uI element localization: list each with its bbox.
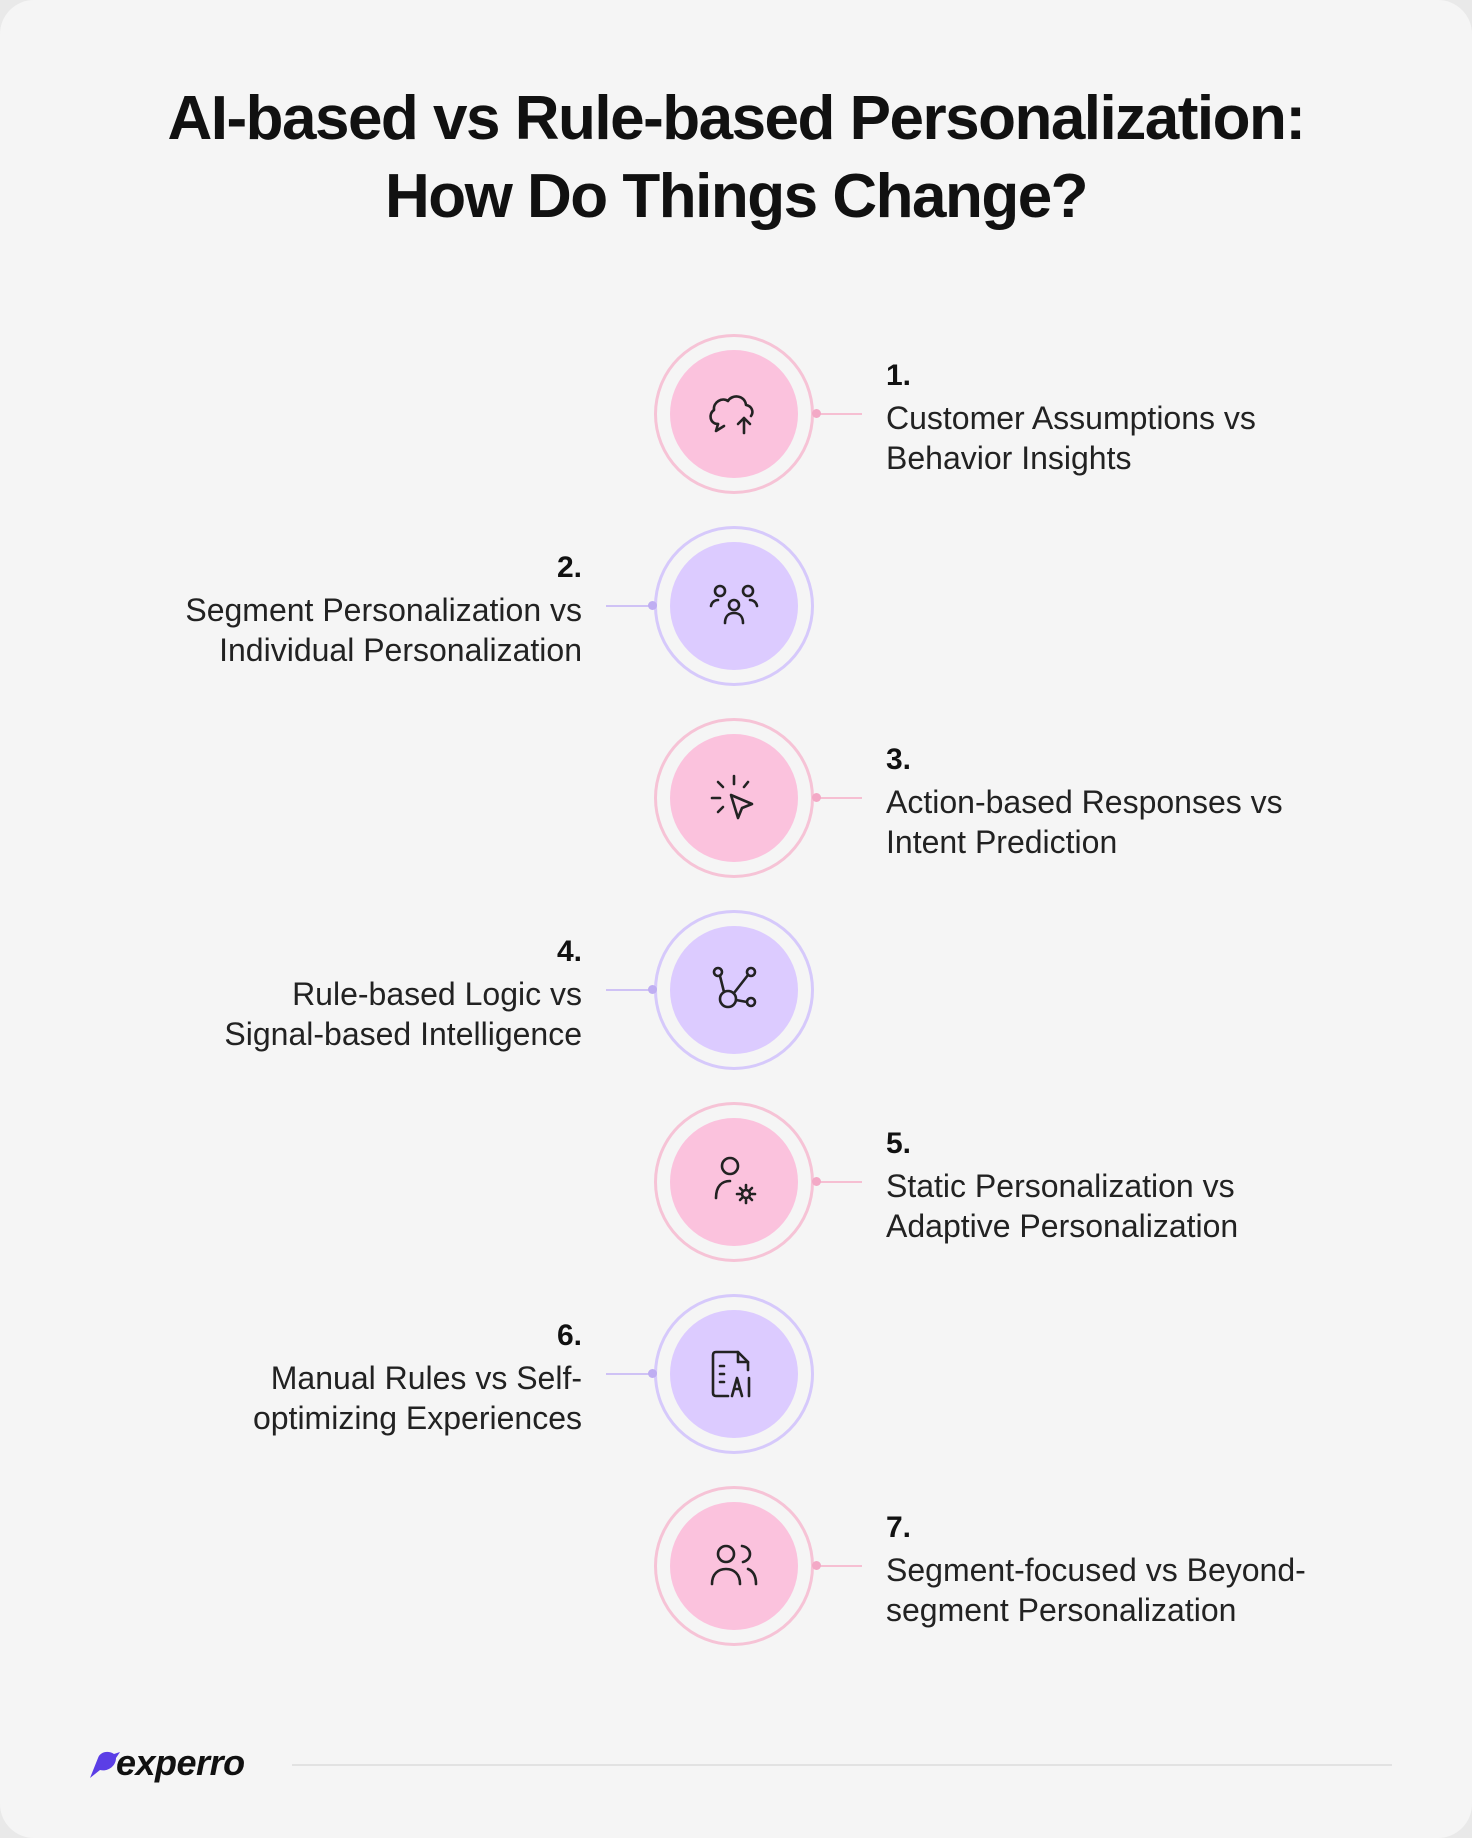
title-line-1: AI-based vs Rule-based Personalization: bbox=[0, 80, 1472, 158]
item-text-line2: Intent Prediction bbox=[886, 824, 1118, 860]
item-5-circle bbox=[654, 1102, 824, 1272]
item-text-line1: Customer Assumptions vs bbox=[886, 400, 1256, 436]
item-6-circle bbox=[654, 1294, 824, 1464]
cursor-click-icon bbox=[710, 774, 754, 820]
item-disc bbox=[670, 542, 798, 670]
item-2-label: 2. Segment Personalization vs Individual… bbox=[122, 548, 582, 670]
item-4-label: 4. Rule-based Logic vs Signal-based Inte… bbox=[122, 932, 582, 1054]
footer-divider bbox=[292, 1764, 1392, 1766]
title-line-2: How Do Things Change? bbox=[384, 162, 1089, 231]
item-1-circle bbox=[654, 334, 824, 504]
page-title: AI-based vs Rule-based Personalization: … bbox=[0, 80, 1472, 236]
item-1-connector bbox=[816, 413, 862, 415]
item-6-label: 6. Manual Rules vs Self- optimizing Expe… bbox=[122, 1316, 582, 1438]
item-3-label: 3. Action-based Responses vs Intent Pred… bbox=[886, 740, 1346, 862]
item-disc bbox=[670, 926, 798, 1054]
bird-icon bbox=[90, 1751, 120, 1778]
item-1-dot bbox=[812, 409, 821, 418]
item-text-line2: Individual Personalization bbox=[219, 632, 582, 668]
item-disc bbox=[670, 350, 798, 478]
title-text-bold: vs bbox=[433, 84, 500, 153]
item-7-dot bbox=[812, 1561, 821, 1570]
logo-text: experro bbox=[116, 1742, 245, 1783]
item-5-label: 5. Static Personalization vs Adaptive Pe… bbox=[886, 1124, 1346, 1246]
network-nodes-icon bbox=[712, 966, 757, 1009]
item-disc bbox=[670, 1502, 798, 1630]
item-4-circle bbox=[654, 910, 824, 1080]
users-icon bbox=[710, 1544, 758, 1586]
item-text-line2: Signal-based Intelligence bbox=[224, 1016, 582, 1052]
cloud-upload-chat-icon bbox=[709, 395, 754, 435]
ai-document-icon bbox=[711, 1350, 751, 1398]
item-1-label: 1. Customer Assumptions vs Behavior Insi… bbox=[886, 356, 1346, 478]
item-text-line2: segment Personalization bbox=[886, 1592, 1237, 1628]
item-2-circle bbox=[654, 526, 824, 696]
item-number: 5. bbox=[886, 1127, 912, 1160]
item-text-line1: Segment-focused vs Beyond- bbox=[886, 1552, 1306, 1588]
item-number: 1. bbox=[886, 359, 912, 392]
item-2-dot bbox=[648, 601, 657, 610]
user-group-icon bbox=[709, 584, 759, 625]
item-4-dot bbox=[648, 985, 657, 994]
item-3-connector bbox=[816, 797, 862, 799]
item-2-connector bbox=[606, 605, 654, 607]
item-text-line2: Behavior Insights bbox=[886, 440, 1132, 476]
item-3-dot bbox=[812, 793, 821, 802]
item-7-connector bbox=[816, 1565, 862, 1567]
item-number: 2. bbox=[556, 551, 582, 584]
user-settings-icon bbox=[714, 1156, 757, 1205]
item-text-line1: Manual Rules vs Self- bbox=[270, 1360, 582, 1396]
item-3-circle bbox=[654, 718, 824, 888]
item-7-circle bbox=[654, 1486, 824, 1656]
item-5-dot bbox=[812, 1177, 821, 1186]
item-text-line1: Static Personalization vs bbox=[886, 1168, 1235, 1204]
item-5-connector bbox=[816, 1181, 862, 1183]
item-number: 3. bbox=[886, 743, 912, 776]
item-number: 7. bbox=[886, 1511, 912, 1544]
item-text-line2: Adaptive Personalization bbox=[886, 1208, 1239, 1244]
item-6-dot bbox=[648, 1369, 657, 1378]
item-number: 4. bbox=[556, 935, 582, 968]
item-4-connector bbox=[606, 989, 654, 991]
item-text-line1: Action-based Responses vs bbox=[886, 784, 1283, 820]
item-text-line2: optimizing Experiences bbox=[252, 1400, 582, 1436]
title-text-2: Rule-based Personalization: bbox=[499, 84, 1306, 153]
item-disc bbox=[670, 734, 798, 862]
item-disc bbox=[670, 1310, 798, 1438]
title-text-1: AI-based bbox=[167, 84, 434, 153]
item-number: 6. bbox=[556, 1319, 582, 1352]
item-text-line1: Rule-based Logic vs bbox=[292, 976, 582, 1012]
item-7-label: 7. Segment-focused vs Beyond- segment Pe… bbox=[886, 1508, 1346, 1630]
item-disc bbox=[670, 1118, 798, 1246]
item-text-line1: Segment Personalization vs bbox=[185, 592, 582, 628]
item-6-connector bbox=[606, 1373, 654, 1375]
